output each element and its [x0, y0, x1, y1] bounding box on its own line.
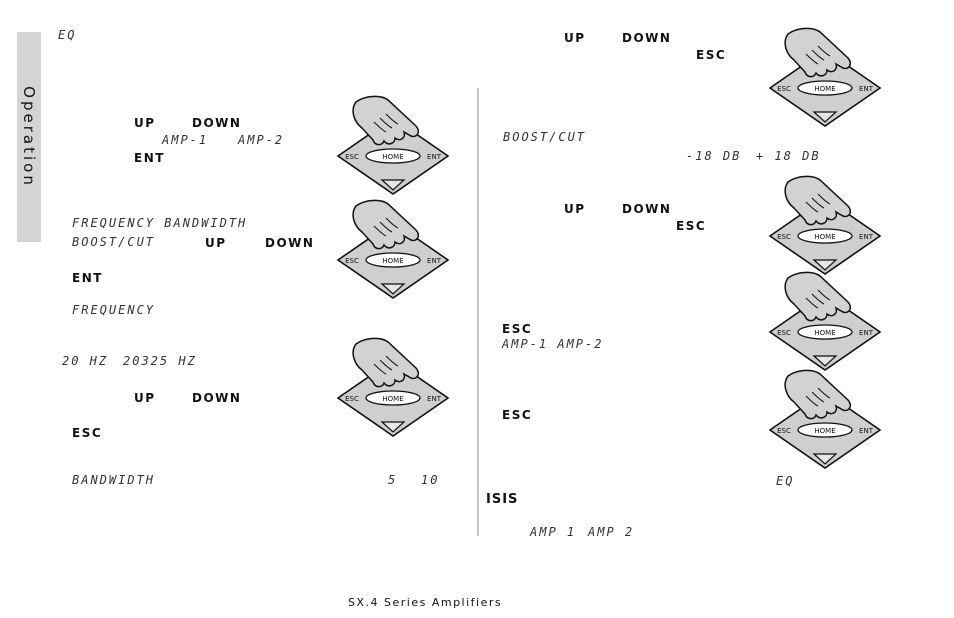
section-tab-label: Operation	[20, 86, 38, 188]
down-label: DOWN	[622, 202, 672, 216]
lcd-10: 10	[421, 473, 440, 487]
keypad-illustration	[750, 268, 900, 372]
lcd-eq-top: EQ	[58, 28, 77, 42]
lcd-amp2: AMP 2	[588, 525, 635, 539]
up-label: UP	[134, 391, 156, 405]
lcd-minus-18db: -18 DB	[686, 149, 742, 163]
section-tab: Operation	[17, 32, 41, 242]
esc-label: ESC	[502, 322, 533, 336]
lcd-eq: EQ	[776, 474, 795, 488]
lcd-amp1-amp2: AMP-1 AMP-2	[502, 337, 604, 351]
keypad-illustration	[318, 196, 468, 300]
lcd-5: 5	[388, 473, 398, 487]
lcd-amp2: AMP-2	[238, 133, 285, 147]
page-footer: SX.4 Series Amplifiers	[348, 596, 503, 609]
up-label: UP	[205, 236, 227, 250]
lcd-amp1: AMP 1	[530, 525, 577, 539]
esc-label: ESC	[676, 219, 707, 233]
down-label: DOWN	[192, 116, 242, 130]
lcd-amp1: AMP-1	[162, 133, 209, 147]
esc-label: ESC	[502, 408, 533, 422]
lcd-20325hz: 20325 HZ	[123, 354, 197, 368]
up-label: UP	[564, 202, 586, 216]
lcd-boost-cut: BOOST/CUT	[72, 235, 156, 249]
keypad-illustration	[750, 172, 900, 276]
esc-label: ESC	[696, 48, 727, 62]
lcd-plus-18db: + 18 DB	[756, 149, 821, 163]
esc-label: ESC	[72, 426, 103, 440]
up-label: UP	[564, 31, 586, 45]
ent-label: ENT	[72, 271, 103, 285]
lcd-boost-cut: BOOST/CUT	[503, 130, 587, 144]
lcd-20hz: 20 HZ	[62, 354, 109, 368]
down-label: DOWN	[265, 236, 315, 250]
keypad-illustration	[750, 366, 900, 470]
column-divider	[477, 88, 479, 536]
ent-label: ENT	[134, 151, 165, 165]
down-label: DOWN	[622, 31, 672, 45]
keypad-illustration	[750, 24, 900, 128]
keypad-illustration	[318, 334, 468, 438]
up-label: UP	[134, 116, 156, 130]
down-label: DOWN	[192, 391, 242, 405]
lcd-frequency-bandwidth: FREQUENCY BANDWIDTH	[72, 216, 248, 230]
keypad-illustration	[318, 92, 468, 196]
isis-logo: ISIS	[486, 492, 519, 507]
lcd-bandwidth: BANDWIDTH	[72, 473, 156, 487]
lcd-frequency: FREQUENCY	[72, 303, 156, 317]
